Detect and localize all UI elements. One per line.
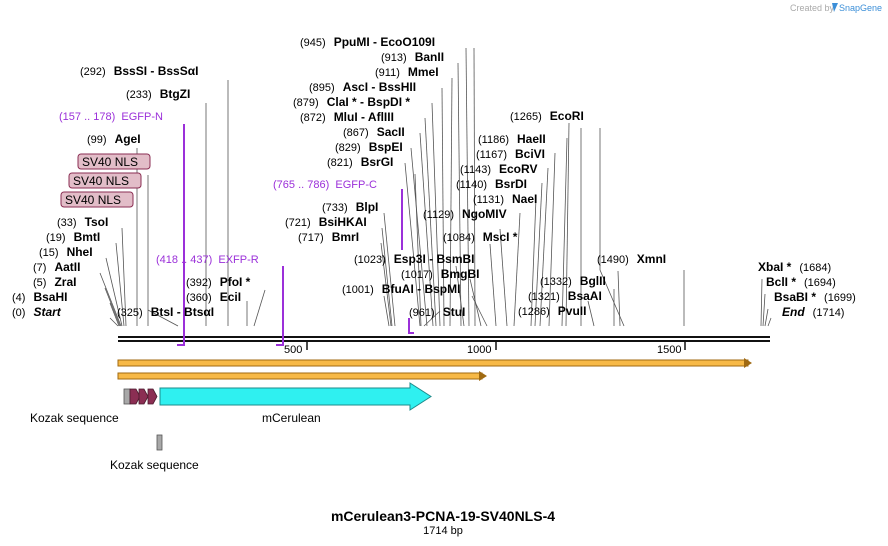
enzyme-label: (945)PpuMI - EcoO109I (300, 35, 435, 49)
enzyme-label: (99)AgeI (87, 132, 141, 146)
credit-prefix: Created by (790, 3, 835, 13)
sv40-nls-feature (138, 388, 149, 405)
primer-marks (177, 124, 414, 346)
ruler-tick-label: 1000 (467, 344, 491, 356)
enzyme-label: (19)BmtI (46, 230, 100, 244)
nls-label: SV40 NLS (82, 155, 138, 169)
feature-label: mCerulean (262, 411, 321, 425)
enzyme-label: (0)Start (12, 305, 62, 319)
ruler-ticks (306, 341, 686, 350)
sequence-length: 1714 bp (423, 525, 463, 537)
enzyme-label: (1129)NgoMIV (423, 207, 507, 221)
enzyme-label: (1131)NaeI (473, 192, 537, 206)
map-title: mCerulean3-PCNA-19-SV40NLS-4 (331, 508, 555, 524)
mcerulean-feature (159, 382, 432, 411)
enzyme-label: BclI *(1694) (766, 275, 836, 289)
orf-arrow-long (117, 358, 752, 368)
kozak-sequence-feature (156, 434, 163, 451)
enzyme-label: (4)BsaHI (12, 290, 67, 304)
enzyme-label: XbaI *(1684) (758, 260, 831, 274)
enzyme-label: (15)NheI (39, 245, 93, 259)
enzyme-label: (717)BmrI (298, 230, 359, 244)
enzyme-label: (879)ClaI * - BspDI * (293, 95, 410, 109)
primer-label: (418 .. 437) EXFP-R (156, 254, 259, 266)
ruler-tick-label: 500 (284, 344, 302, 356)
primer-label: (157 .. 178) EGFP-N (59, 111, 163, 123)
enzyme-label: (1001)BfuAI - BspMI (342, 282, 460, 296)
enzyme-label: (913)BanII (381, 50, 444, 64)
enzyme-label: (7)AatII (33, 260, 80, 274)
enzyme-label: (5)ZraI (33, 275, 76, 289)
enzyme-label: (829)BspEI (335, 140, 403, 154)
enzyme-label: (1167)BciVI (476, 147, 545, 161)
enzyme-label: (392)PfoI * (186, 275, 251, 289)
enzyme-label: (1023)Esp3I - BsmBI (354, 252, 475, 266)
feature-label: Kozak sequence (30, 411, 119, 425)
enzyme-label: (961)StuI (409, 305, 465, 319)
enzyme-label: (911)MmeI (375, 65, 439, 79)
enzyme-label: (1084)MscI * (443, 230, 518, 244)
enzyme-label: (1286)PvuII (518, 304, 586, 318)
nls-label-box: SV40 NLS (68, 172, 142, 189)
enzyme-label: (233)BtgZI (126, 87, 190, 101)
enzyme-label: BsaBI *(1699) (774, 290, 856, 304)
sv40-nls-feature (129, 388, 141, 405)
enzyme-label: (292)BssSI - BssSαI (80, 64, 198, 78)
snapgene-logo-icon (832, 3, 838, 12)
enzyme-label: (1143)EcoRV (460, 162, 537, 176)
enzyme-label: (360)EciI (186, 290, 241, 304)
enzyme-label: (325)BtsI - BtsαI (117, 305, 214, 319)
enzyme-labels: (945)PpuMI - EcoO109I (913)BanII (911)Mm… (12, 35, 856, 319)
enzyme-label: (867)SacII (343, 125, 405, 139)
site-connectors (99, 47, 772, 327)
ruler-tick-label: 1500 (657, 344, 681, 356)
nls-label: SV40 NLS (73, 174, 129, 188)
enzyme-label: (733)BlpI (322, 200, 378, 214)
nls-label-box: SV40 NLS (60, 191, 134, 208)
sv40-nls-feature (147, 388, 158, 405)
enzyme-label: (721)BsiHKAI (285, 215, 367, 229)
primer-label: (765 .. 786) EGFP-C (273, 179, 377, 191)
nls-label: SV40 NLS (65, 193, 121, 207)
enzyme-label: (895)AscI - BssHII (309, 80, 416, 94)
enzyme-label: (1140)BsrDI (456, 177, 527, 191)
credit-brand: SnapGene (839, 3, 882, 13)
enzyme-label: (1332)BglII (540, 274, 606, 288)
enzyme-label: (1265)EcoRI (510, 109, 584, 123)
nls-label-box: SV40 NLS (77, 153, 151, 170)
orf-arrow-short (117, 371, 487, 381)
feature-label: Kozak sequence (110, 458, 199, 472)
kozak-sequence-feature (123, 388, 131, 405)
enzyme-label: (1017)BmgBI (401, 267, 479, 281)
enzyme-label: (1321)BsaAI (528, 289, 602, 303)
enzyme-label: End(1714) (782, 305, 844, 319)
enzyme-label: (1490)XmnI (597, 252, 666, 266)
enzyme-label: (33)TsoI (57, 215, 108, 229)
enzyme-label: (1186)HaeII (478, 132, 546, 146)
enzyme-label: (821)BsrGI (327, 155, 393, 169)
enzyme-label: (872)MluI - AflIII (300, 110, 394, 124)
